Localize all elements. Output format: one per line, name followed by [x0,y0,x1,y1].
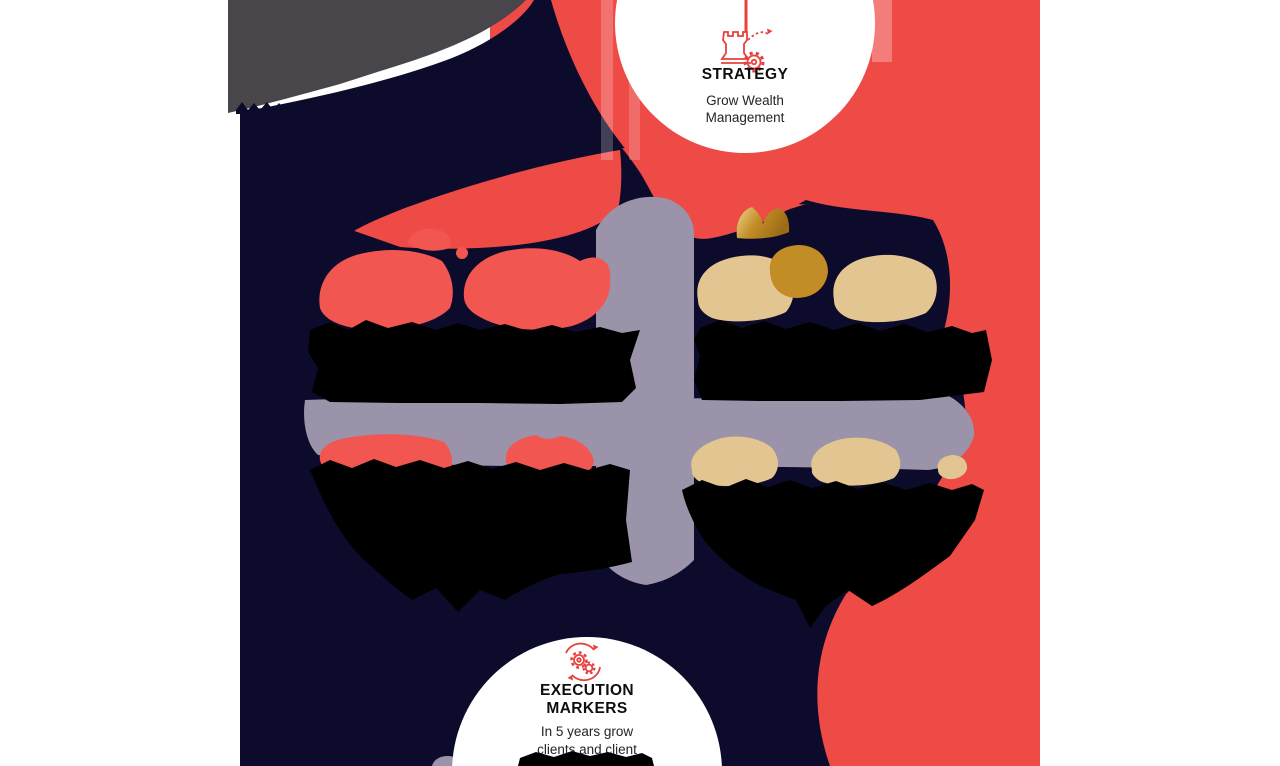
red-wing-left [344,150,622,249]
gray-scribble-top-left [228,0,526,113]
redacted-icon-scribble-br-1 [691,436,778,487]
redacted-icon-scribble-tr-2 [833,254,937,323]
strategy-subtitle-line2: Management [705,110,785,125]
execution-circle [452,637,722,766]
redacted-text-block-top-left [308,320,640,404]
redacted-text-block-bottom-right [682,479,984,628]
highlight-stripe-3 [872,0,892,62]
strategy-circle [615,0,875,153]
hidden-text-remnant [236,102,323,114]
execution-title-line1: EXECUTION [539,682,635,699]
redacted-icon-scribble-tl-4 [456,247,468,259]
chess-rook-gear-arrow-icon [714,26,776,79]
redacted-icon-scribble-tr-gold [769,245,828,298]
strategy-pin-line [744,0,748,32]
highlight-stripe-1 [601,0,613,160]
redacted-icon-scribble-tl-1 [319,250,453,330]
strategy-title: STRATEGY [701,66,789,83]
redacted-icon-scribble-tr-1 [697,255,794,322]
cross-horizontal-bar [304,392,975,470]
gears-cycle-arrows-icon [556,641,610,688]
redacted-text-block-top-right [694,320,992,401]
redacted-icon-scribble-tl-2 [408,228,451,251]
redacted-icon-scribble-br-3 [937,455,968,480]
metallic-gold-shape [736,207,790,239]
redacted-text-block-bottom-left [310,459,632,612]
execution-title-line2: MARKERS [546,700,628,717]
redaction-scribble-execution-line3 [518,751,654,766]
strategy-subtitle-line1: Grow Wealth [706,93,784,108]
redacted-icon-scribble-br-2 [811,437,901,486]
redacted-icon-scribble-tl-3 [463,248,611,330]
execution-body-line1: In 5 years grow [540,724,634,739]
highlight-stripe-2 [629,0,640,160]
red-wedge-right [622,148,806,234]
